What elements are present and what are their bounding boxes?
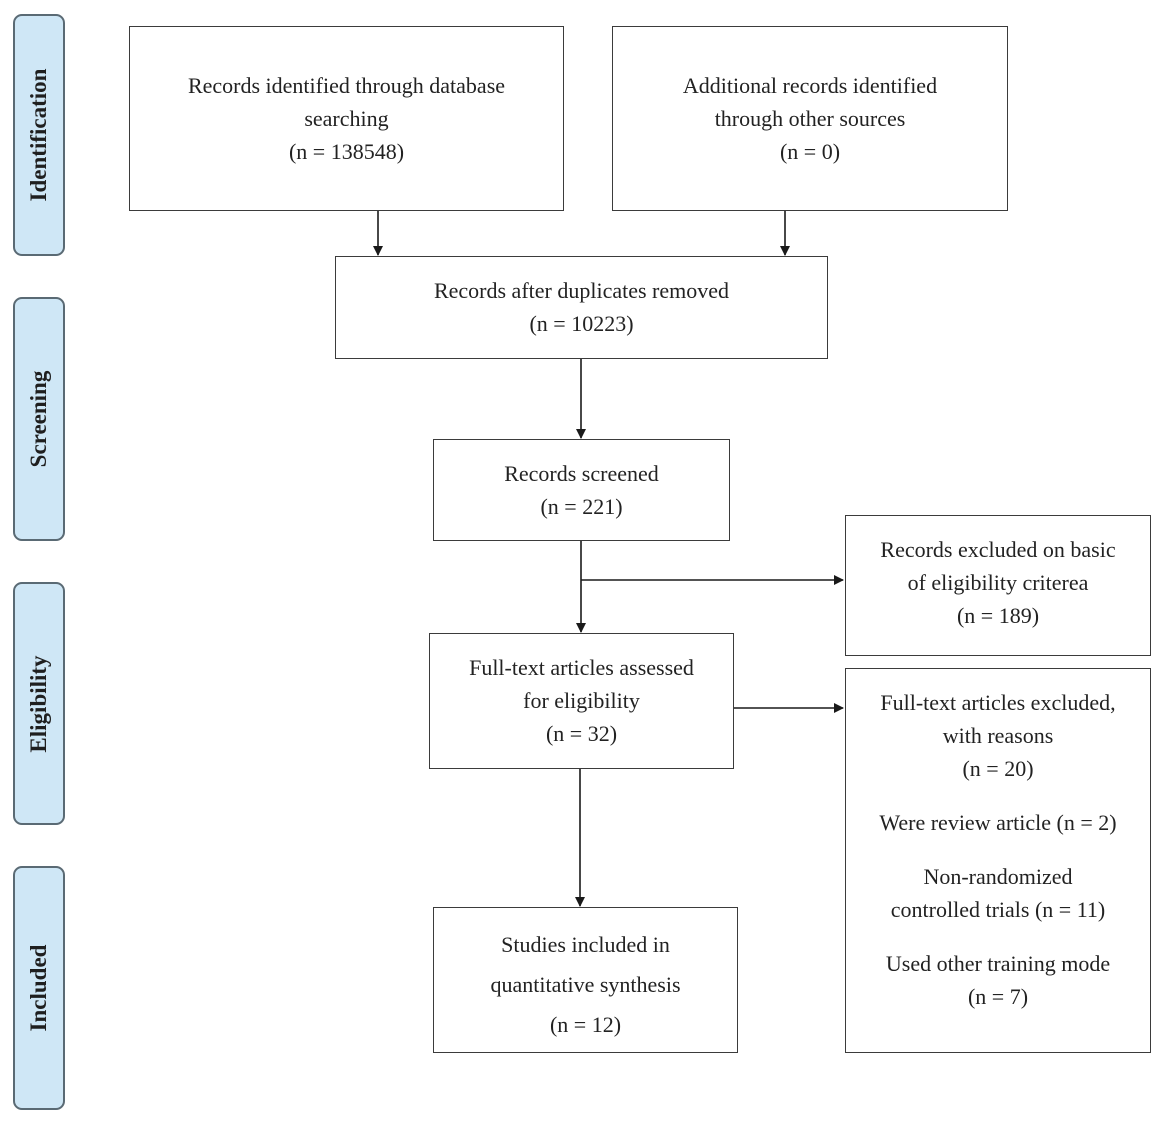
fulltext-assessed-line-1: Full-text articles assessed — [469, 655, 694, 680]
box-records-screened: Records screened (n = 221) — [433, 439, 730, 541]
box-studies-included: Studies included in quantitative synthes… — [433, 907, 738, 1053]
box-other-records: Additional records identified through ot… — [612, 26, 1008, 211]
duplicates-removed-label: Records after duplicates removed — [433, 278, 730, 303]
fulltext-excluded-count: (n = 20) — [962, 756, 1034, 781]
records-excluded-count: (n = 189) — [956, 603, 1040, 628]
box-records-excluded: Records excluded on basic of eligibility… — [845, 515, 1151, 656]
reason-training-line-2: (n = 7) — [967, 984, 1029, 1009]
reason-nonrandomized-line-1: Non-randomized — [923, 864, 1073, 889]
reason-review-article: Were review article (n = 2) — [879, 810, 1117, 835]
studies-included-count: (n = 12) — [549, 1012, 622, 1037]
box-database-records: Records identified through database sear… — [129, 26, 564, 211]
database-records-line-1: Records identified through database — [187, 73, 506, 98]
reason-training-line-1: Used other training mode — [885, 951, 1111, 976]
other-records-count: (n = 0) — [779, 139, 841, 164]
database-records-line-2: searching — [304, 106, 389, 131]
studies-included-line-1: Studies included in — [501, 932, 670, 957]
fulltext-assessed-count: (n = 32) — [545, 721, 618, 746]
reason-nonrandomized-line-2: controlled trials (n = 11) — [890, 897, 1106, 922]
fulltext-excluded-line-2: with reasons — [942, 723, 1054, 748]
phase-identification: Identification — [13, 14, 65, 256]
records-excluded-line-1: Records excluded on basic — [880, 537, 1116, 562]
phase-included: Included — [13, 866, 65, 1110]
other-records-line-2: through other sources — [714, 106, 906, 131]
database-records-count: (n = 138548) — [288, 139, 405, 164]
box-duplicates-removed: Records after duplicates removed (n = 10… — [335, 256, 828, 359]
other-records-line-1: Additional records identified — [682, 73, 938, 98]
box-fulltext-assessed: Full-text articles assessed for eligibil… — [429, 633, 734, 769]
records-screened-label: Records screened — [504, 461, 659, 486]
box-fulltext-excluded: Full-text articles excluded, with reason… — [845, 668, 1151, 1053]
studies-included-line-2: quantitative synthesis — [490, 972, 681, 997]
duplicates-removed-count: (n = 10223) — [529, 311, 634, 336]
phase-screening: Screening — [13, 297, 65, 541]
fulltext-assessed-line-2: for eligibility — [523, 688, 640, 713]
records-screened-count: (n = 221) — [540, 494, 623, 519]
fulltext-excluded-line-1: Full-text articles excluded, — [880, 690, 1116, 715]
records-excluded-line-2: of eligibility criterea — [907, 570, 1089, 595]
phase-eligibility: Eligibility — [13, 582, 65, 825]
